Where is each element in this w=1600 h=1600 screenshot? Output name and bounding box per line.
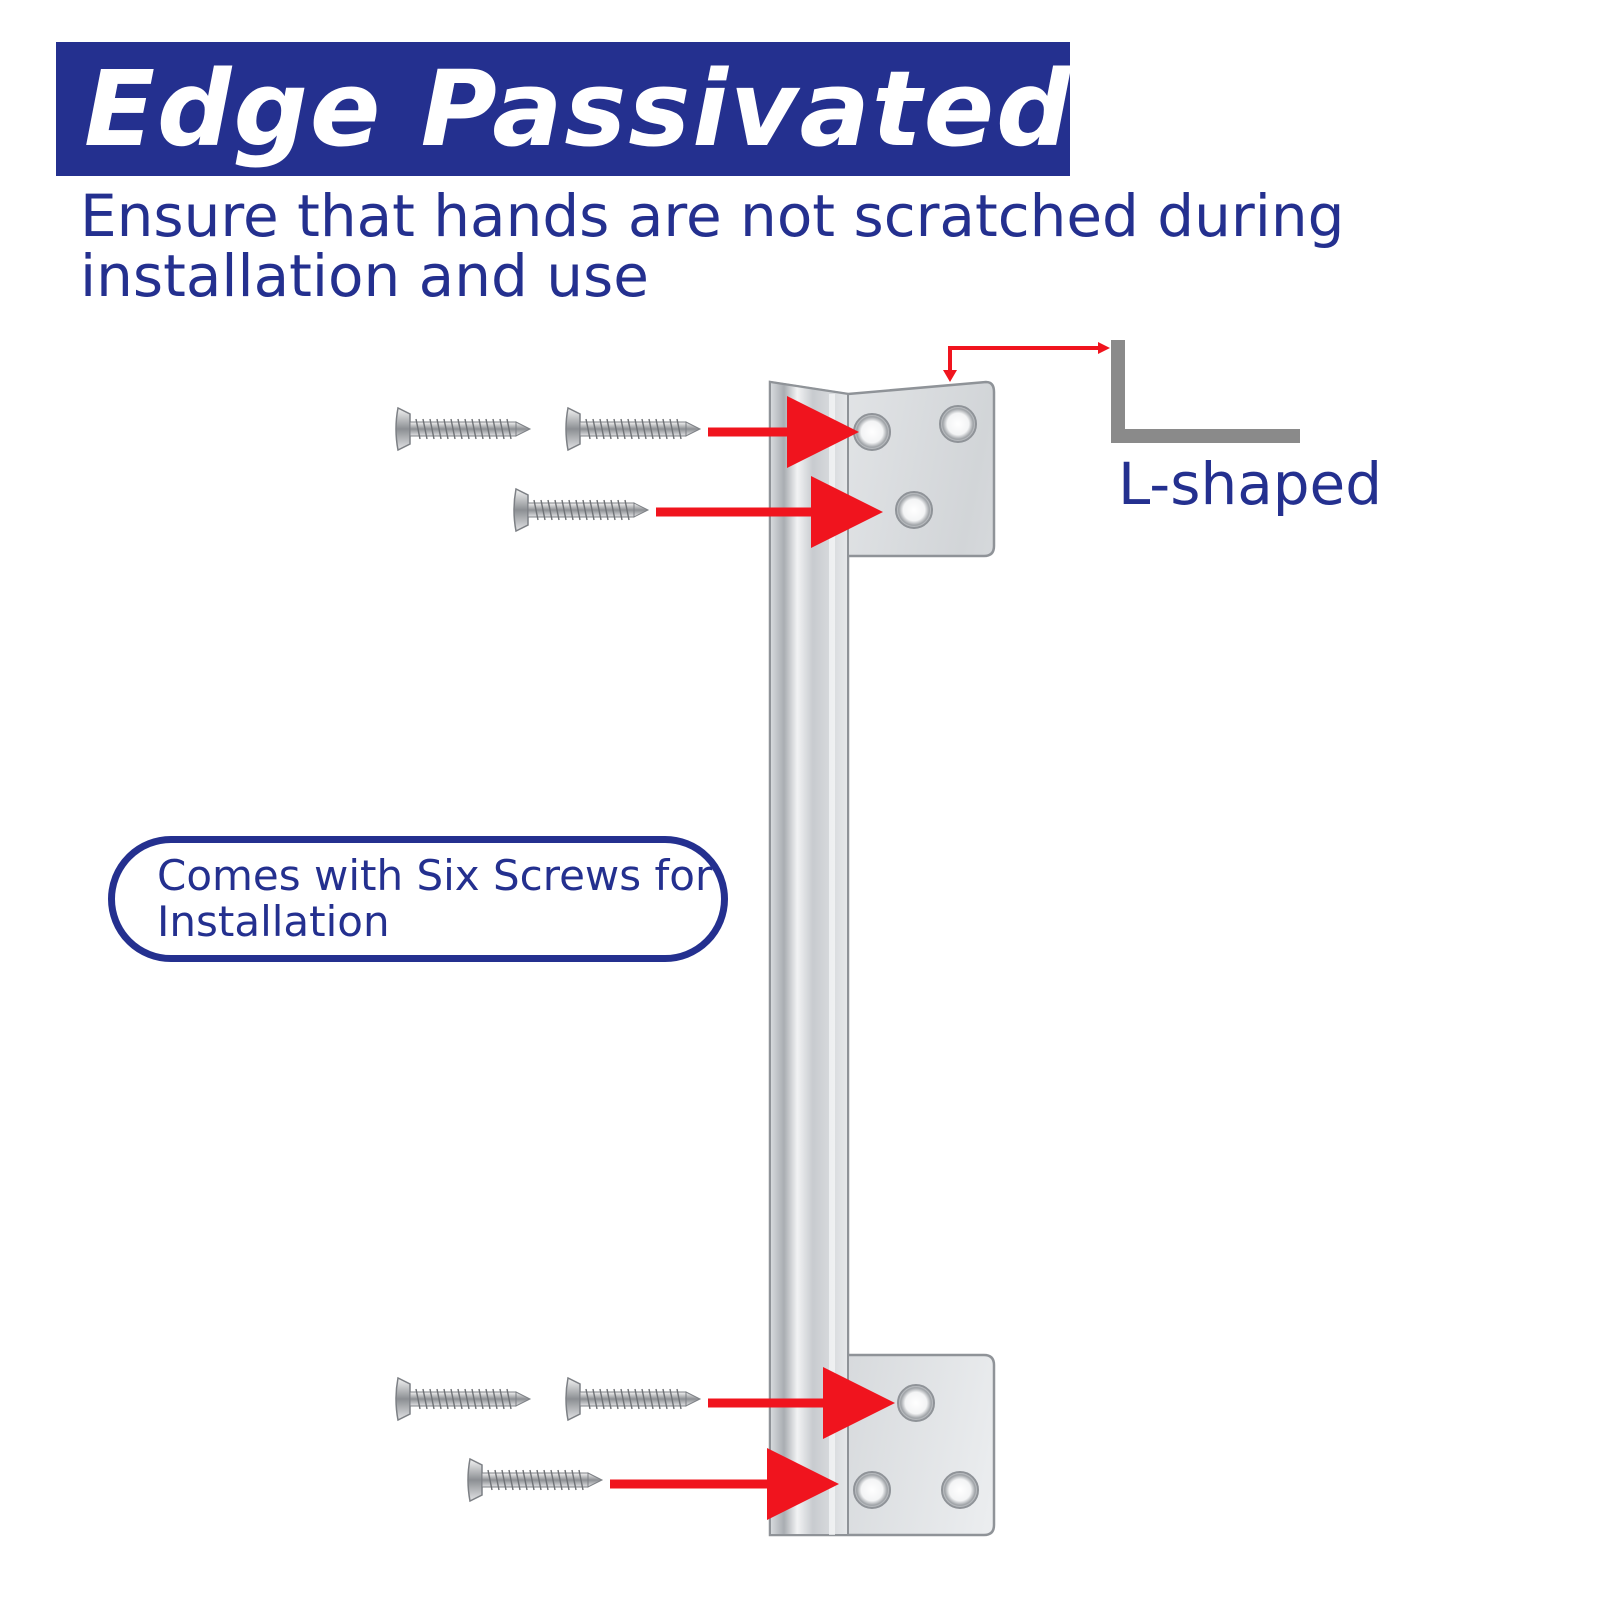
screw-icon — [395, 1377, 531, 1421]
l-shaped-label: L-shaped — [1118, 450, 1383, 518]
screw-icon — [565, 1377, 701, 1421]
hole — [895, 491, 933, 529]
l-shape-pointer — [943, 342, 1110, 382]
hole — [941, 1471, 979, 1509]
hole — [853, 413, 891, 451]
screws-callout: Comes with Six Screws for Installation — [108, 836, 728, 962]
screw-icon — [467, 1458, 603, 1502]
l-bracket — [768, 380, 996, 1537]
hole — [939, 405, 977, 443]
screw-icon — [565, 407, 701, 451]
screws-callout-text: Comes with Six Screws for Installation — [157, 851, 713, 946]
hole — [897, 1384, 935, 1422]
title-banner: Edge Passivated — [56, 42, 1073, 176]
hole — [853, 1471, 891, 1509]
title: Edge Passivated — [84, 48, 1073, 170]
screw-icon — [395, 407, 531, 451]
install-arrows — [610, 396, 895, 1520]
screw-icon — [513, 488, 649, 532]
mounting-holes — [853, 405, 979, 1509]
l-shape-icon — [1111, 340, 1300, 443]
subtitle: Ensure that hands are not scratched duri… — [80, 182, 1345, 310]
